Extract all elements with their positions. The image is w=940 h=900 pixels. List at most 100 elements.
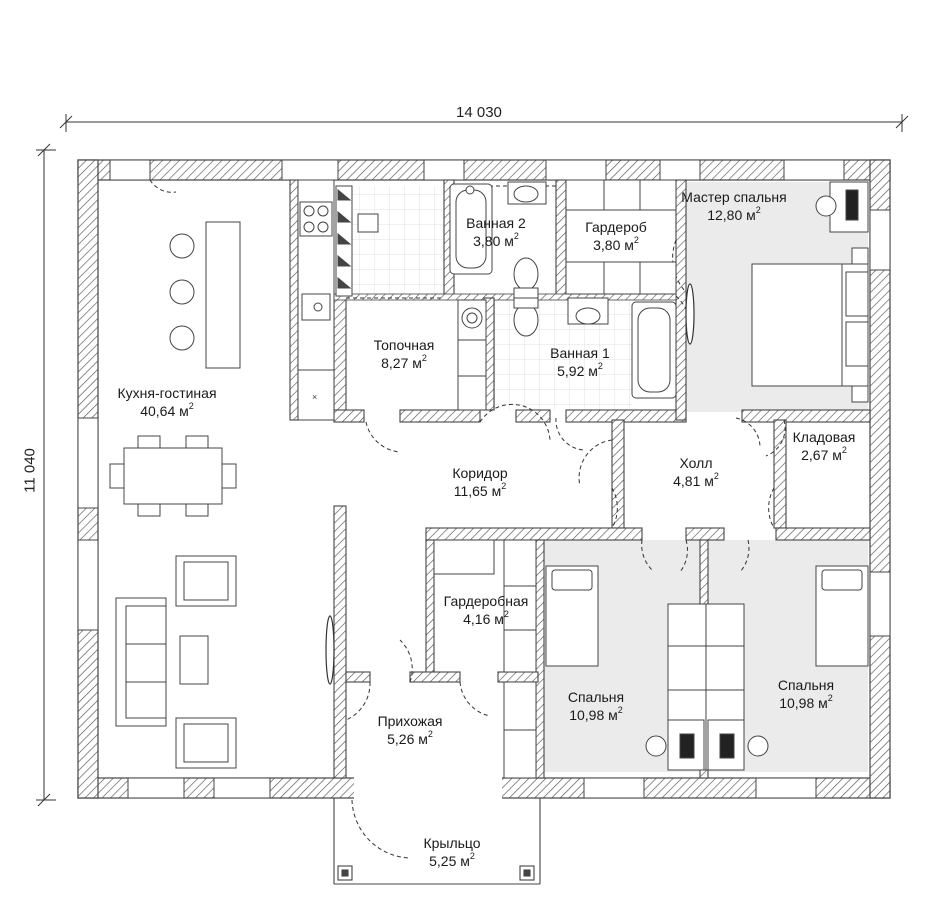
room-name: Ванная 1 (550, 345, 610, 361)
boiler-equipment (335, 185, 487, 411)
room-area-value: 5,92 (557, 363, 585, 379)
room-name: Спальня (567, 689, 625, 705)
bathroom-fixtures (449, 181, 677, 399)
room-name: Кухня-гостиная (117, 385, 217, 401)
room-name: Гардеробная (443, 593, 529, 609)
area-unit-superscript: 2 (597, 361, 603, 371)
area-unit-superscript: 2 (503, 609, 509, 619)
room-area: 4,16 м2 (444, 610, 529, 628)
bedroom-furniture (545, 565, 869, 771)
svg-text:×: × (312, 392, 317, 402)
room-name: Коридор (452, 465, 508, 481)
room-name: Спальня (777, 677, 835, 693)
room-area: 8,27 м2 (374, 354, 435, 372)
room-area-value: 5,26 (387, 731, 415, 747)
area-unit-superscript: 2 (713, 471, 719, 481)
room-area-value: 12,80 (707, 207, 743, 223)
area-unit: м (700, 473, 714, 489)
area-unit-superscript: 2 (827, 693, 833, 703)
area-unit-superscript: 2 (841, 445, 847, 455)
area-unit: м (828, 447, 842, 463)
room-area: 11,65 м2 (452, 482, 507, 500)
area-unit-superscript: 2 (421, 353, 427, 363)
porch (333, 798, 541, 885)
room-area-value: 11,65 (453, 483, 488, 499)
room-name: Ванная 2 (466, 215, 526, 231)
dimension-height-label: 11 040 (21, 448, 39, 493)
area-unit: м (500, 233, 514, 249)
wardrobe-shelves (565, 179, 677, 295)
room-area-value: 3,80 (593, 237, 621, 253)
room-area-value: 40,64 (140, 403, 176, 419)
room-area: 12,80 м2 (681, 206, 786, 224)
room-area: 10,98 м2 (568, 706, 624, 724)
room-area: 5,26 м2 (378, 730, 443, 748)
entrance-opening (354, 776, 502, 800)
room-name: Гардероб (585, 219, 647, 235)
dimension-width-label: 14 030 (456, 104, 502, 121)
area-unit: м (408, 355, 422, 371)
room-area-value: 4,81 (673, 473, 701, 489)
area-unit: м (604, 707, 618, 723)
kitchen-furniture: × (109, 179, 335, 769)
room-area-value: 4,16 (463, 611, 491, 627)
room-area: 10,98 м2 (778, 694, 834, 712)
room-area-value: 8,27 (381, 355, 409, 371)
dressing-room-shelves (433, 539, 537, 779)
tile-floor (346, 186, 632, 410)
area-unit: м (456, 853, 470, 869)
sliding-doors (325, 283, 695, 685)
room-area-value: 2,67 (801, 447, 829, 463)
area-unit-superscript: 2 (617, 705, 623, 715)
area-unit: м (487, 483, 502, 499)
room-area: 5,25 м2 (423, 852, 480, 870)
area-unit: м (414, 731, 428, 747)
area-unit-superscript: 2 (633, 235, 639, 245)
area-unit: м (175, 403, 189, 419)
area-unit: м (814, 695, 828, 711)
room-area-value: 10,98 (779, 695, 815, 711)
interior-walls (289, 179, 871, 779)
area-unit-superscript: 2 (188, 401, 194, 411)
room-area: 4,81 м2 (673, 472, 719, 490)
area-unit-superscript: 2 (513, 231, 519, 241)
room-name: Крыльцо (423, 835, 481, 851)
room-area: 3,80 м2 (466, 232, 526, 250)
area-unit-superscript: 2 (501, 481, 507, 491)
area-unit: м (742, 207, 756, 223)
room-area-value: 5,25 (429, 853, 457, 869)
room-area: 40,64 м2 (117, 402, 216, 420)
area-unit-superscript: 2 (427, 729, 433, 739)
room-name: Топочная (373, 337, 435, 353)
room-area-value: 10,98 (569, 707, 605, 723)
room-name: Кладовая (792, 429, 856, 445)
area-unit-superscript: 2 (469, 851, 475, 861)
room-name: Прихожая (377, 713, 443, 729)
room-area: 5,92 м2 (550, 362, 610, 380)
area-unit: м (490, 611, 504, 627)
area-unit-superscript: 2 (755, 205, 761, 215)
room-area: 3,80 м2 (585, 236, 647, 254)
dimension-lines (36, 114, 909, 807)
area-unit: м (620, 237, 634, 253)
room-area-value: 3,80 (473, 233, 501, 249)
room-name: Мастер спальня (681, 189, 787, 205)
room-name: Холл (679, 455, 713, 471)
room-area: 2,67 м2 (793, 446, 856, 464)
master-bedroom-furniture (751, 181, 869, 403)
